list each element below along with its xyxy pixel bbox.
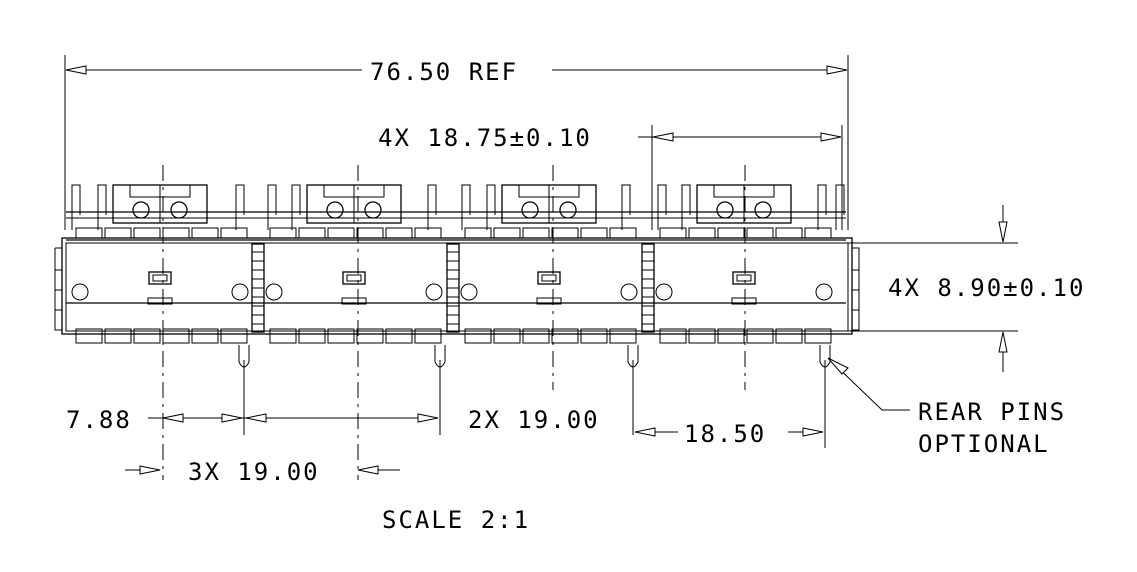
top-contact	[133, 227, 161, 239]
bottom-contact	[464, 328, 492, 344]
note-line-1: REAR PINS	[918, 398, 1066, 426]
bottom-contact	[133, 328, 161, 344]
mount-hole	[460, 283, 478, 301]
bottom-contact	[385, 328, 413, 344]
led-lens	[364, 201, 382, 219]
top-contact	[688, 227, 716, 239]
top-contact	[162, 227, 190, 239]
latch-tab	[341, 297, 367, 305]
latch-window	[732, 271, 756, 285]
mount-hole	[620, 283, 638, 301]
top-contact	[327, 227, 355, 239]
top-contact	[717, 227, 745, 239]
top-contact	[385, 227, 413, 239]
bottom-contact	[269, 328, 297, 344]
led-lens	[132, 201, 150, 219]
mount-hole	[265, 283, 283, 301]
top-contact	[298, 227, 326, 239]
top-contact	[551, 227, 579, 239]
latch-tab	[536, 297, 562, 305]
led-lens	[521, 201, 539, 219]
latch-window	[148, 271, 172, 285]
bottom-contact	[327, 328, 355, 344]
mount-hole	[71, 283, 89, 301]
center-lines	[162, 165, 746, 480]
top-contact	[580, 227, 608, 239]
latch-window	[537, 271, 561, 285]
latch-tab	[147, 297, 173, 305]
bottom-contact	[609, 328, 637, 344]
bottom-contact	[191, 328, 219, 344]
bottom-contact	[659, 328, 687, 344]
spacing-dim-text: 2X 19.00	[468, 406, 600, 434]
mount-hole	[425, 283, 443, 301]
top-contact	[356, 227, 384, 239]
bottom-contact	[356, 328, 384, 344]
mount-hole	[655, 283, 673, 301]
cage-body	[54, 237, 860, 335]
bottom-contact	[551, 328, 579, 344]
latch-tab	[731, 297, 757, 305]
bottom-contact	[688, 328, 716, 344]
left-offset-dim-text: 7.88	[66, 406, 132, 434]
cage-ports	[71, 184, 833, 344]
top-spring-tabs	[66, 184, 846, 230]
dimension-lines	[64, 55, 1018, 475]
top-contact	[191, 227, 219, 239]
latch-window-inner	[152, 274, 168, 282]
bottom-contact	[414, 328, 442, 344]
mount-hole	[231, 283, 249, 301]
top-contact	[220, 227, 248, 239]
top-contact	[746, 227, 774, 239]
last-pitch-dim-text: 18.50	[684, 420, 766, 448]
led-lens	[170, 201, 188, 219]
led-lens	[754, 201, 772, 219]
latch-window-inner	[541, 274, 557, 282]
rear-pins-leader	[827, 357, 910, 411]
note-line-2: OPTIONAL	[918, 430, 1050, 458]
height-dim-text: 4X 8.90±0.10	[888, 274, 1085, 302]
led-lens	[559, 201, 577, 219]
bottom-contact	[775, 328, 803, 344]
latch-window-inner	[736, 274, 752, 282]
mount-hole	[815, 283, 833, 301]
bottom-contact	[493, 328, 521, 344]
dimension-text: 76.50 REF 4X 18.75±0.10 4X 8.90±0.10 7.8…	[66, 58, 1085, 534]
top-contact	[104, 227, 132, 239]
bottom-contact	[746, 328, 774, 344]
top-contact	[775, 227, 803, 239]
top-contact	[522, 227, 550, 239]
pitch-dim-text: 4X 18.75±0.10	[378, 124, 592, 152]
bottom-contact	[580, 328, 608, 344]
latch-window-inner	[346, 274, 362, 282]
rear-pins	[238, 345, 831, 368]
bottom-contact	[220, 328, 248, 344]
bottom-contact	[104, 328, 132, 344]
bottom-contact	[522, 328, 550, 344]
led-lens	[716, 201, 734, 219]
overall-dim-text: 76.50 REF	[370, 58, 518, 86]
scale-text: SCALE 2:1	[382, 506, 530, 534]
latch-window	[342, 271, 366, 285]
bottom-contact	[298, 328, 326, 344]
triple-spacing-dim-text: 3X 19.00	[188, 458, 320, 486]
bottom-contact	[804, 328, 832, 344]
top-contact	[609, 227, 637, 239]
top-contact	[493, 227, 521, 239]
bottom-contact	[75, 328, 103, 344]
bottom-contact	[717, 328, 745, 344]
led-lens	[326, 201, 344, 219]
bottom-contact	[162, 328, 190, 344]
